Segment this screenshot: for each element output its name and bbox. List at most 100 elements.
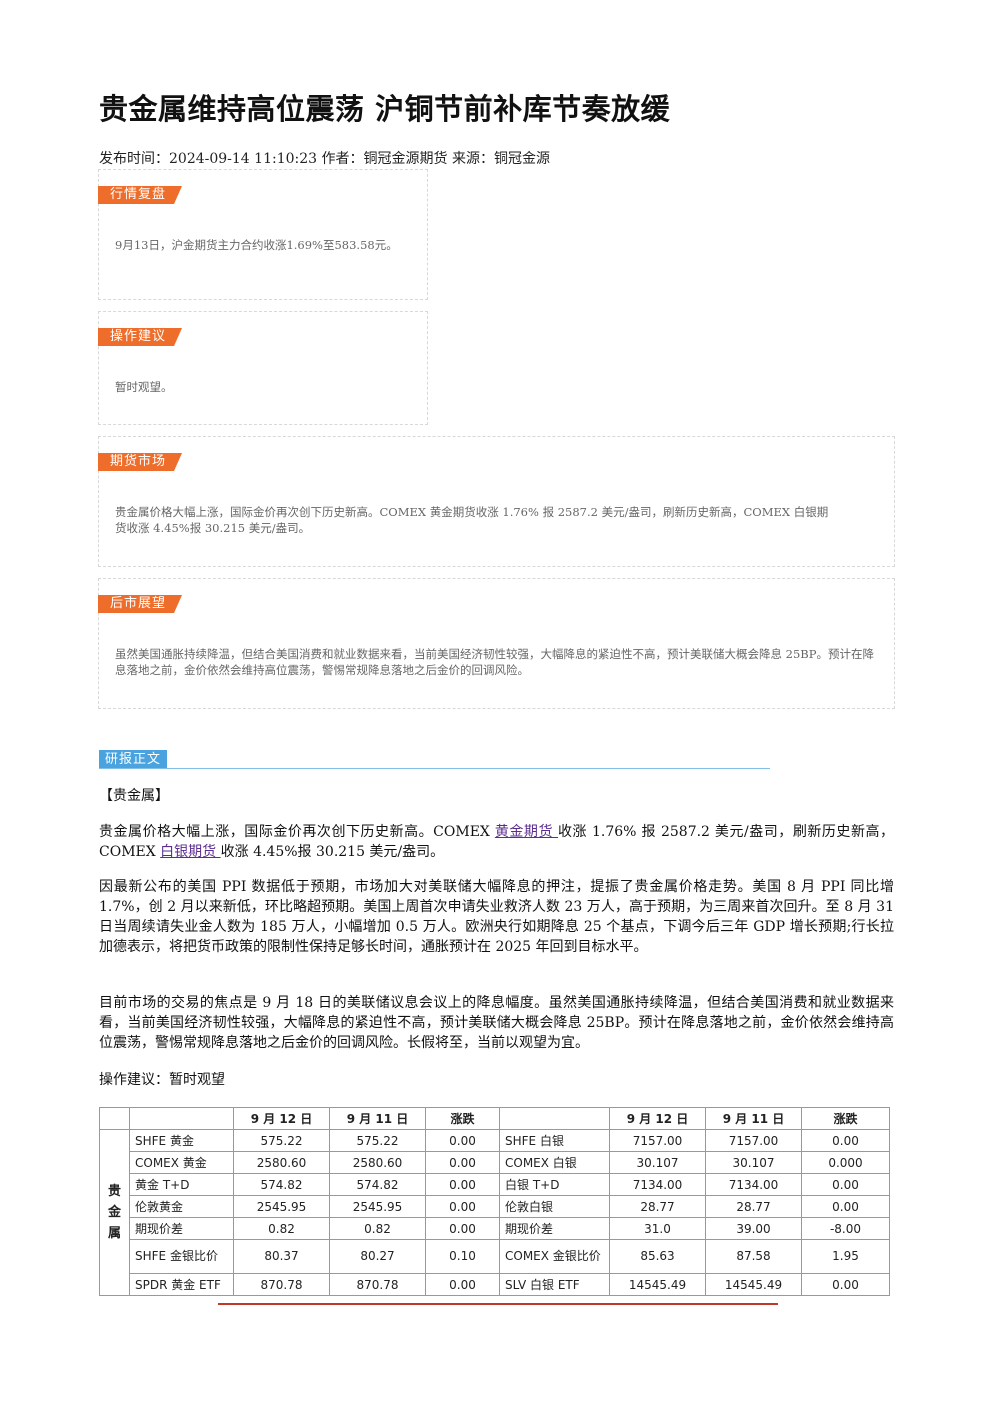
table-cell: 0.000 bbox=[801, 1151, 890, 1174]
row-label: 黄金 T+D bbox=[129, 1173, 234, 1196]
table-cell: 31.0 bbox=[609, 1217, 706, 1240]
table-cell: 0.00 bbox=[425, 1273, 500, 1296]
table-cell: 28.77 bbox=[705, 1195, 802, 1218]
table-cell: 0.10 bbox=[425, 1239, 500, 1274]
advice-text: 暂时观望。 bbox=[115, 380, 173, 394]
table-cell: 870.78 bbox=[233, 1273, 330, 1296]
table-row: COMEX 黄金 2580.60 2580.60 0.00 COMEX 白银 3… bbox=[100, 1151, 890, 1174]
report-body-tag: 研报正文 bbox=[99, 750, 168, 769]
table-cell: 14545.49 bbox=[609, 1273, 706, 1296]
header-cell: 9 月 12 日 bbox=[609, 1107, 706, 1130]
publish-meta: 发布时间：2024-09-14 11:10:23 作者：铜冠金源期货 来源：铜冠… bbox=[99, 151, 550, 167]
precious-metals-table: 9 月 12 日 9 月 11 日 涨跌 9 月 12 日 9 月 11 日 涨… bbox=[99, 1107, 890, 1296]
group-label-char: 金 bbox=[107, 1205, 121, 1220]
row-label: SHFE 白银 bbox=[499, 1129, 610, 1152]
table-cell: 0.00 bbox=[425, 1129, 500, 1152]
futures-card: 期货市场 贵金属价格大幅上涨，国际金价再次创下历史新高。COMEX 黄金期货收涨… bbox=[98, 436, 895, 567]
row-label: COMEX 白银 bbox=[499, 1151, 610, 1174]
futures-text: 贵金属价格大幅上涨，国际金价再次创下历史新高。COMEX 黄金期货收涨 1.76… bbox=[115, 505, 829, 535]
header-label-blank bbox=[129, 1107, 234, 1130]
table-cell: 7134.00 bbox=[609, 1173, 706, 1196]
table-header-row: 9 月 12 日 9 月 11 日 涨跌 9 月 12 日 9 月 11 日 涨… bbox=[99, 1107, 890, 1130]
row-label: SHFE 黄金 bbox=[129, 1129, 234, 1152]
table-cell: 0.00 bbox=[425, 1173, 500, 1196]
row-label: 期现价差 bbox=[129, 1217, 234, 1240]
table-cell: 7157.00 bbox=[705, 1129, 802, 1152]
row-label: 白银 T+D bbox=[499, 1173, 610, 1196]
table-row: 伦敦黄金 2545.95 2545.95 0.00 伦敦白银 28.77 28.… bbox=[100, 1195, 890, 1218]
table-cell: 2545.95 bbox=[329, 1195, 426, 1218]
table-cell: 39.00 bbox=[705, 1217, 802, 1240]
row-label: SLV 白银 ETF bbox=[499, 1273, 610, 1296]
table-cell: -8.00 bbox=[801, 1217, 890, 1240]
row-label: 期现价差 bbox=[499, 1217, 610, 1240]
table-cell: 574.82 bbox=[233, 1173, 330, 1196]
section-heading: 【贵金属】 bbox=[99, 788, 169, 804]
paragraph-1-part-b: 收涨 1.76% 报 2587.2 美元/盎司，刷新历史新高，COMEX bbox=[99, 824, 894, 860]
paragraph-3: 目前市场的交易的焦点是 9 月 18 日的美联储议息会议上的降息幅度。虽然美国通… bbox=[99, 995, 894, 1051]
gold-futures-link[interactable]: 黄金期货 bbox=[494, 824, 558, 840]
advice-line: 操作建议：暂时观望 bbox=[99, 1072, 225, 1088]
review-text: 9月13日，沪金期货主力合约收涨1.69%至583.58元。 bbox=[115, 238, 398, 252]
paragraph-1-part-c: 收涨 4.45%报 30.215 美元/盎司。 bbox=[220, 844, 445, 860]
table-row: SHFE 金银比价 80.37 80.27 0.10 COMEX 金银比价 85… bbox=[100, 1239, 890, 1274]
table-cell: 2580.60 bbox=[233, 1151, 330, 1174]
table-cell: 28.77 bbox=[609, 1195, 706, 1218]
header-cell: 涨跌 bbox=[425, 1107, 500, 1130]
header-label-blank bbox=[499, 1107, 610, 1130]
table-cell: 575.22 bbox=[329, 1129, 426, 1152]
row-label: COMEX 黄金 bbox=[129, 1151, 234, 1174]
table-cell: 0.00 bbox=[425, 1151, 500, 1174]
review-card: 行情复盘 9月13日，沪金期货主力合约收涨1.69%至583.58元。 bbox=[98, 169, 428, 300]
outlook-tag: 后市展望 bbox=[98, 595, 182, 613]
page-title: 贵金属维持高位震荡 沪铜节前补库节奏放缓 bbox=[99, 92, 671, 126]
header-cell: 涨跌 bbox=[801, 1107, 890, 1130]
table-cell: 2580.60 bbox=[329, 1151, 426, 1174]
table-cell: 30.107 bbox=[609, 1151, 706, 1174]
table-cell: 870.78 bbox=[329, 1273, 426, 1296]
paragraph-1-part-a: 贵金属价格大幅上涨，国际金价再次创下历史新高。COMEX bbox=[99, 824, 495, 840]
report-body-divider bbox=[99, 768, 770, 769]
advice-tag: 操作建议 bbox=[98, 328, 182, 346]
table-row: 贵 金 属 SHFE 黄金 575.22 575.22 0.00 SHFE 白银… bbox=[99, 1129, 890, 1296]
group-label-cell: 贵 金 属 bbox=[99, 1129, 130, 1296]
table-cell: 0.82 bbox=[329, 1217, 426, 1240]
table-cell: 7134.00 bbox=[705, 1173, 802, 1196]
header-cell: 9 月 12 日 bbox=[233, 1107, 330, 1130]
table-cell: 0.00 bbox=[425, 1217, 500, 1240]
row-label: SHFE 金银比价 bbox=[129, 1239, 234, 1274]
table-cell: 575.22 bbox=[233, 1129, 330, 1152]
table-cell: 80.37 bbox=[233, 1239, 330, 1274]
row-label: COMEX 金银比价 bbox=[499, 1239, 610, 1274]
table-clip: 9 月 12 日 9 月 11 日 涨跌 9 月 12 日 9 月 11 日 涨… bbox=[99, 1107, 890, 1296]
table-cell: 0.00 bbox=[801, 1273, 890, 1296]
silver-futures-link[interactable]: 白银期货 bbox=[160, 844, 221, 860]
table-cell: 0.00 bbox=[801, 1129, 890, 1152]
table-cell: 80.27 bbox=[329, 1239, 426, 1274]
table-row: 黄金 T+D 574.82 574.82 0.00 白银 T+D 7134.00… bbox=[100, 1173, 890, 1196]
table-cell: 2545.95 bbox=[233, 1195, 330, 1218]
header-group-blank bbox=[99, 1107, 130, 1130]
paragraph-1: 贵金属价格大幅上涨，国际金价再次创下历史新高。COMEX 黄金期货 收涨 1.7… bbox=[99, 822, 894, 862]
row-label: 伦敦白银 bbox=[499, 1195, 610, 1218]
table-cell: 0.00 bbox=[801, 1195, 890, 1218]
futures-tag: 期货市场 bbox=[98, 453, 182, 471]
table-row: SPDR 黄金 ETF 870.78 870.78 0.00 SLV 白银 ET… bbox=[100, 1273, 890, 1296]
table-row: 期现价差 0.82 0.82 0.00 期现价差 31.0 39.00 -8.0… bbox=[100, 1217, 890, 1240]
table-cell: 14545.49 bbox=[705, 1273, 802, 1296]
header-cell: 9 月 11 日 bbox=[705, 1107, 802, 1130]
review-tag: 行情复盘 bbox=[98, 186, 182, 204]
row-label: 伦敦黄金 bbox=[129, 1195, 234, 1218]
table-cell: 7157.00 bbox=[609, 1129, 706, 1152]
table-cell: 0.00 bbox=[425, 1195, 500, 1218]
header-cell: 9 月 11 日 bbox=[329, 1107, 426, 1130]
paragraph-2: 因最新公布的美国 PPI 数据低于预期，市场加大对美联储大幅降息的押注，提振了贵… bbox=[99, 879, 894, 955]
row-label: SPDR 黄金 ETF bbox=[129, 1273, 234, 1296]
table-cell: 1.95 bbox=[801, 1239, 890, 1274]
table-cell: 30.107 bbox=[705, 1151, 802, 1174]
group-label-char: 贵 bbox=[107, 1184, 121, 1199]
advice-card: 操作建议 暂时观望。 bbox=[98, 311, 428, 425]
table-cell: 574.82 bbox=[329, 1173, 426, 1196]
table-cell: 85.63 bbox=[609, 1239, 706, 1274]
outlook-card: 后市展望 虽然美国通胀持续降温，但结合美国消费和就业数据来看，当前美国经济韧性较… bbox=[98, 578, 895, 709]
